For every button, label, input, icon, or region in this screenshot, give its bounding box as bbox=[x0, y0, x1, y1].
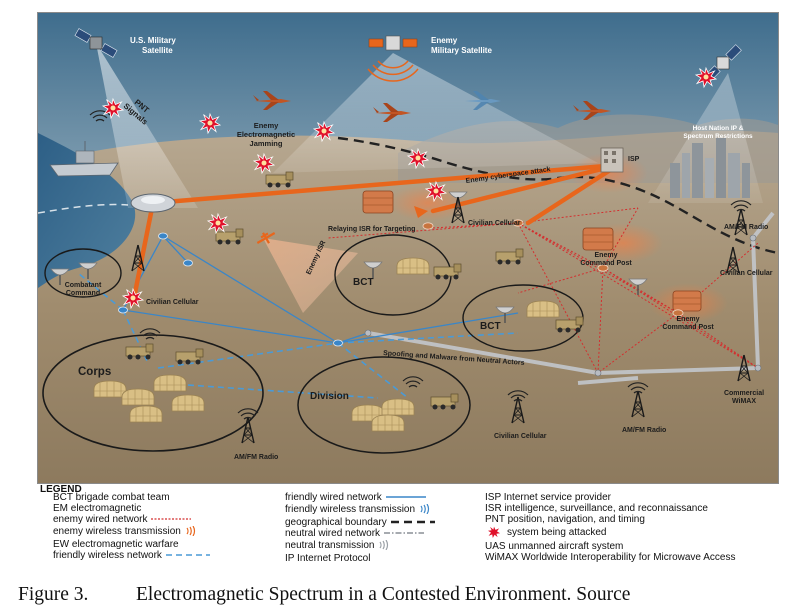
legend-item-text: friendly wireless transmission bbox=[285, 504, 416, 516]
legend-item-text: EW electromagnetic warfare bbox=[53, 538, 179, 550]
legend-item: ISR intelligence, surveillance, and reco… bbox=[485, 502, 735, 515]
legend-item-text: ISP Internet service provider bbox=[485, 492, 611, 503]
legend-item: system being attacked bbox=[485, 526, 735, 542]
bct-2-label: BCT bbox=[480, 321, 501, 332]
civilian-cellular-bottom-label: Civilian Cellular bbox=[494, 433, 547, 440]
figure-caption-text: Electromagnetic Spectrum in a Contested … bbox=[136, 584, 631, 605]
legend-item-text: WiMAX Worldwide Interoperability for Mic… bbox=[485, 551, 736, 563]
legend-item: WiMAX Worldwide Interoperability for Mic… bbox=[485, 551, 736, 564]
relaying-isr-label: Relaying ISR for Targeting bbox=[328, 226, 415, 233]
legend-item: neutral wired network bbox=[285, 527, 435, 540]
legend-item-text: friendly wired network bbox=[285, 492, 382, 503]
legend-item: UAS unmanned aircraft system bbox=[485, 540, 735, 553]
friendly-wireless-net-swatch bbox=[165, 551, 210, 562]
civilian-cellular-top-label: Civilian Cellular bbox=[468, 220, 521, 227]
corps-label: Corps bbox=[78, 366, 111, 378]
legend-item-text: enemy wired network bbox=[53, 513, 148, 525]
neutral-wired-swatch bbox=[384, 529, 425, 540]
legend-item: enemy wired network bbox=[53, 513, 210, 526]
enemy-wireless-swatch bbox=[185, 525, 197, 540]
enemy-satellite bbox=[368, 35, 418, 51]
ship bbox=[49, 141, 119, 177]
legend-item-text: UAS unmanned aircraft system bbox=[485, 540, 624, 552]
division-label: Division bbox=[310, 391, 349, 402]
civilian-cellular-right-label: Civilian Cellular bbox=[720, 270, 773, 277]
enemy-command-post-1 bbox=[582, 227, 614, 251]
isp-building bbox=[600, 147, 624, 173]
legend-item-text: ISR intelligence, surveillance, and reco… bbox=[485, 502, 708, 514]
figure-caption: Figure 3. Electromagnetic Spectrum in a C… bbox=[18, 584, 630, 606]
enemy-site-center bbox=[362, 190, 394, 214]
legend-item-text: neutral transmission bbox=[285, 540, 375, 552]
us-satellite bbox=[74, 28, 118, 58]
friendly-wireless-swatch bbox=[419, 503, 431, 518]
legend-item: geographical boundary bbox=[285, 516, 435, 529]
legend-item: PNT position, navigation, and timing bbox=[485, 513, 735, 526]
legend-item-text: EM electromagnetic bbox=[53, 502, 142, 514]
legend-title: LEGEND bbox=[40, 484, 82, 495]
attack-burst-icon bbox=[485, 526, 503, 542]
am-fm-radio-right-label: AM/FM Radio bbox=[724, 224, 768, 231]
enemy-wired-swatch bbox=[151, 515, 192, 526]
division-circle bbox=[297, 356, 471, 454]
combatant-command-circle bbox=[44, 248, 122, 298]
isp-label: ISP bbox=[628, 156, 640, 163]
legend-item-text: neutral wired network bbox=[285, 527, 381, 539]
diagram-frame: PNTSignals bbox=[37, 12, 779, 484]
legend-item-text: geographical boundary bbox=[285, 516, 387, 528]
legend-item: friendly wireless network bbox=[53, 549, 210, 562]
legend-item: neutral transmission bbox=[285, 539, 435, 554]
legend-item-text: BCT brigade combat team bbox=[53, 492, 170, 503]
legend-item: enemy wireless transmission bbox=[53, 525, 210, 540]
host-nation-label: Host Nation IP &Spectrum Restrictions bbox=[683, 125, 753, 140]
legend-item-text: PNT position, navigation, and timing bbox=[485, 513, 645, 525]
corps-circle bbox=[42, 334, 264, 452]
am-fm-radio-left-label: AM/FM Radio bbox=[234, 454, 278, 461]
legend-item: friendly wireless transmission bbox=[285, 503, 435, 518]
legend-item: friendly wired network bbox=[285, 492, 435, 504]
legend-item-text: friendly wireless network bbox=[53, 549, 162, 561]
enemy-command-post-2 bbox=[672, 290, 702, 312]
legend-item-text: system being attacked bbox=[507, 527, 607, 539]
civilian-cellular-left-label: Civilian Cellular bbox=[146, 299, 199, 306]
neutral-transmission-swatch bbox=[378, 539, 390, 554]
legend-item-text: enemy wireless transmission bbox=[53, 526, 181, 538]
legend-item: EW electromagnetic warfare bbox=[53, 538, 210, 551]
bct-1-label: BCT bbox=[353, 277, 374, 288]
legend-item: ISP Internet service provider bbox=[485, 492, 735, 504]
friendly-wired-swatch bbox=[385, 493, 426, 504]
am-fm-radio-bottom-label: AM/FM Radio bbox=[622, 427, 666, 434]
legend-item-text: IP Internet Protocol bbox=[285, 552, 371, 564]
legend-item: EM electromagnetic bbox=[53, 502, 210, 515]
geo-boundary-swatch bbox=[390, 518, 435, 529]
scene-illustration: PNTSignals bbox=[38, 13, 778, 483]
legend-item: BCT brigade combat team bbox=[53, 492, 210, 504]
city-skyline bbox=[670, 138, 750, 198]
legend-item: IP Internet Protocol bbox=[285, 552, 435, 565]
figure-number: Figure 3. bbox=[18, 584, 89, 605]
